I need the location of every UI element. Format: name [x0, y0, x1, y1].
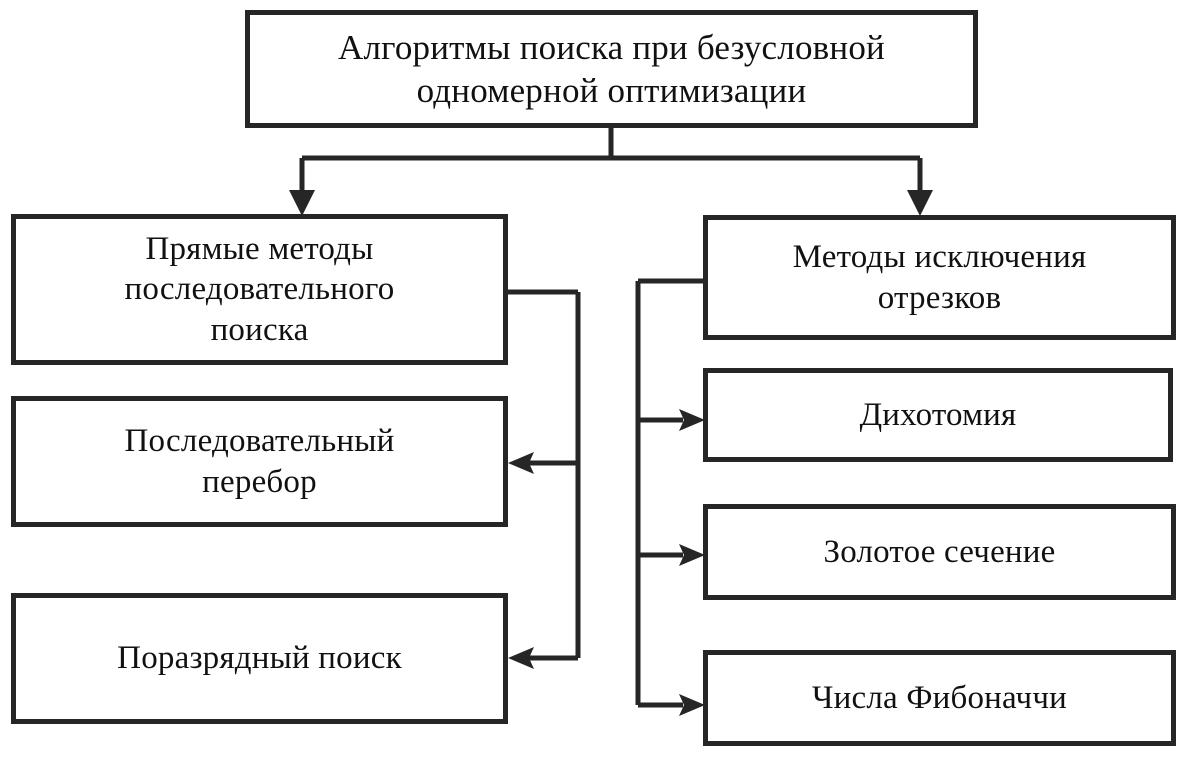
connector-root-to-branches	[299, 128, 923, 196]
node-fibonacci-numbers[interactable]: Числа Фибоначчи	[703, 650, 1176, 746]
node-root-label: Алгоритмы поиска при безусловной одномер…	[338, 27, 885, 110]
node-interval-elimination-methods[interactable]: Методы исключения отрезков	[703, 215, 1176, 340]
arrowheads-down	[289, 190, 933, 216]
arrowheads-left	[508, 452, 534, 669]
node-sequential-enumeration-label: Последовательный перебор	[124, 422, 395, 500]
node-sequential-enumeration[interactable]: Последовательный перебор	[11, 396, 508, 527]
arrowhead-right-golden	[679, 544, 705, 566]
connector-left-branch	[508, 289, 581, 661]
arrowheads-right	[679, 409, 705, 716]
arrowhead-left-digit	[508, 647, 534, 669]
arrowhead-left-sequential	[508, 452, 534, 474]
node-fibonacci-numbers-label: Числа Фибоначчи	[812, 679, 1067, 716]
node-interval-elimination-methods-label: Методы исключения отрезков	[792, 238, 1087, 316]
arrowhead-right-fibonacci	[679, 694, 705, 716]
node-direct-sequential-search[interactable]: Прямые методы последовательного поиска	[11, 214, 508, 365]
connector-right-branch	[635, 278, 703, 708]
arrowhead-down-left	[289, 190, 315, 216]
node-dichotomy-label: Дихотомия	[859, 396, 1017, 433]
arrowhead-right-dichotomy	[679, 409, 705, 431]
node-dichotomy[interactable]: Дихотомия	[703, 368, 1173, 462]
node-golden-section[interactable]: Золотое сечение	[703, 504, 1176, 600]
arrowhead-down-right	[907, 190, 933, 216]
node-golden-section-label: Золотое сечение	[823, 533, 1056, 570]
node-direct-sequential-search-label: Прямые методы последовательного поиска	[124, 230, 395, 348]
node-digit-by-digit-search[interactable]: Поразрядный поиск	[11, 593, 508, 724]
node-digit-by-digit-search-label: Поразрядный поиск	[117, 640, 402, 677]
node-root[interactable]: Алгоритмы поиска при безусловной одномер…	[245, 10, 978, 128]
